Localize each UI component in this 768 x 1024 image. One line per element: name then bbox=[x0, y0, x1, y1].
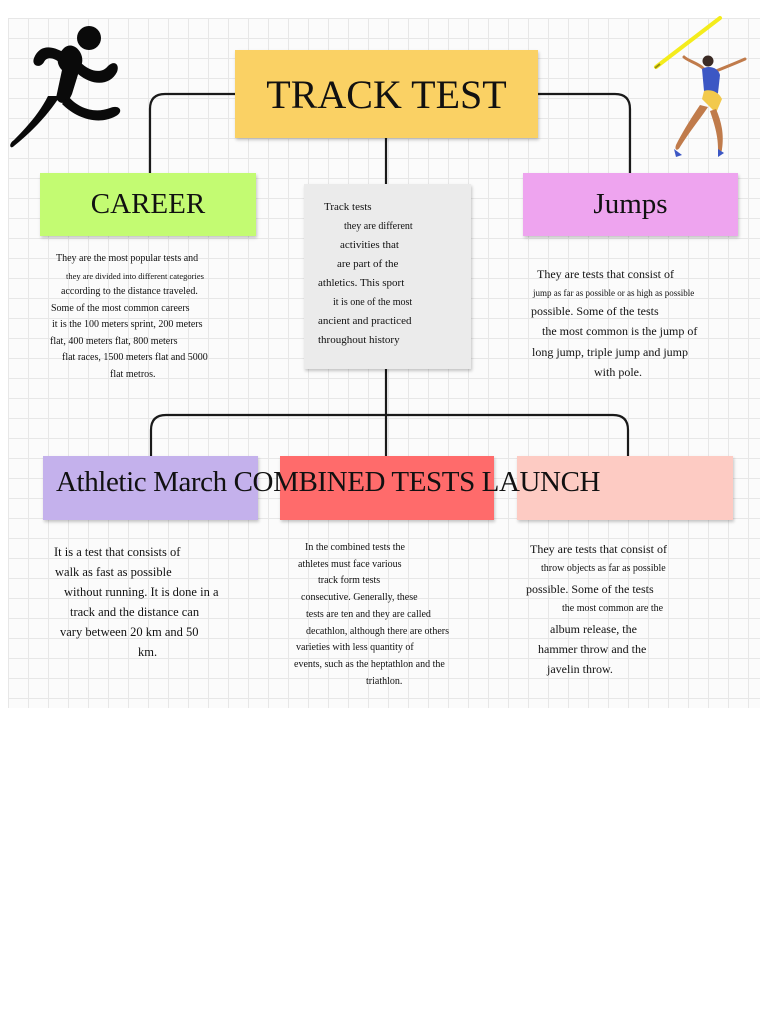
career-text: They are the most popular tests and they… bbox=[46, 251, 256, 383]
text-line: vary between 20 km and 50 bbox=[60, 625, 199, 639]
text-line: In the combined tests the bbox=[305, 542, 405, 553]
text-line: hammer throw and the bbox=[538, 642, 647, 656]
text-line: flat metros. bbox=[110, 368, 156, 380]
runner-icon bbox=[10, 26, 121, 148]
text-line: track form tests bbox=[318, 575, 381, 587]
title-node: TRACK TEST bbox=[235, 50, 538, 138]
text-line: They are the most popular tests and bbox=[56, 253, 199, 264]
career-heading: CAREER bbox=[90, 188, 206, 220]
text-line: the most common are the bbox=[562, 603, 664, 614]
row2-headings: Athletic March COMBINED TESTS LAUNCH bbox=[56, 466, 601, 498]
text-line: athletes must face various bbox=[298, 558, 402, 570]
text-line: ancient and practiced bbox=[318, 315, 412, 327]
athletic-march-text: It is a test that consists of walk as fa… bbox=[48, 542, 258, 662]
text-line: throw objects as far as possible bbox=[541, 563, 666, 574]
text-line: throughout history bbox=[318, 334, 400, 346]
text-line: it is one of the most bbox=[333, 297, 413, 308]
text-line: It is a test that consists of bbox=[54, 545, 181, 559]
text-line: long jump, triple jump and jump bbox=[532, 344, 688, 359]
text-line: activities that bbox=[340, 239, 399, 251]
text-line: events, such as the heptathlon and the bbox=[294, 658, 445, 670]
text-line: according to the distance traveled. bbox=[61, 286, 198, 297]
text-line: Some of the most common careers bbox=[51, 302, 190, 314]
text-line: varieties with less quantity of bbox=[296, 642, 414, 654]
text-line: possible. Some of the tests bbox=[531, 303, 659, 318]
text-line: with pole. bbox=[594, 365, 642, 379]
text-line: without running. It is done in a bbox=[64, 585, 219, 599]
career-node: CAREER bbox=[40, 173, 256, 236]
javelin-thrower-icon bbox=[654, 16, 747, 157]
combined-tests-node bbox=[280, 456, 494, 520]
center-text: Track tests they are different activitie… bbox=[312, 198, 462, 350]
text-line: it is the 100 meters sprint, 200 meters bbox=[52, 319, 203, 330]
text-line: tests are ten and they are called bbox=[306, 608, 431, 620]
combined-tests-text: In the combined tests the athletes must … bbox=[290, 540, 490, 690]
center-description-node bbox=[304, 184, 471, 369]
text-line: triathlon. bbox=[366, 675, 403, 687]
text-line: possible. Some of the tests bbox=[526, 582, 654, 596]
launch-node bbox=[517, 456, 733, 520]
text-line: consecutive. Generally, these bbox=[301, 592, 418, 604]
diagram-title: TRACK TEST bbox=[266, 71, 507, 117]
jumps-node: Jumps bbox=[523, 173, 738, 236]
jumps-heading: Jumps bbox=[593, 188, 668, 220]
text-line: They are tests that consist of bbox=[537, 267, 674, 281]
text-line: flat races, 1500 meters flat and 5000 bbox=[62, 352, 208, 363]
text-line: jump as far as possible or as high as po… bbox=[533, 287, 695, 298]
text-line: track and the distance can bbox=[70, 605, 200, 619]
text-line: km. bbox=[138, 645, 158, 659]
text-line: Track tests bbox=[324, 201, 372, 213]
text-line: the most common is the jump of bbox=[542, 324, 698, 338]
text-line: flat, 400 meters flat, 800 meters bbox=[50, 335, 178, 347]
text-line: javelin throw. bbox=[547, 662, 613, 676]
text-line: they are divided into different categori… bbox=[66, 270, 204, 281]
text-line: album release, the bbox=[550, 622, 637, 636]
jumps-text: They are tests that consist of jump as f… bbox=[522, 264, 738, 383]
text-line: they are different bbox=[344, 221, 413, 232]
launch-text: They are tests that consist of throw obj… bbox=[520, 539, 735, 679]
text-line: are part of the bbox=[337, 258, 399, 270]
text-line: decathlon, although there are others bbox=[306, 625, 449, 637]
text-line: They are tests that consist of bbox=[530, 542, 667, 556]
text-line: athletics. This sport bbox=[318, 277, 405, 289]
text-line: walk as fast as possible bbox=[55, 565, 172, 579]
athletic-march-node bbox=[43, 456, 258, 520]
